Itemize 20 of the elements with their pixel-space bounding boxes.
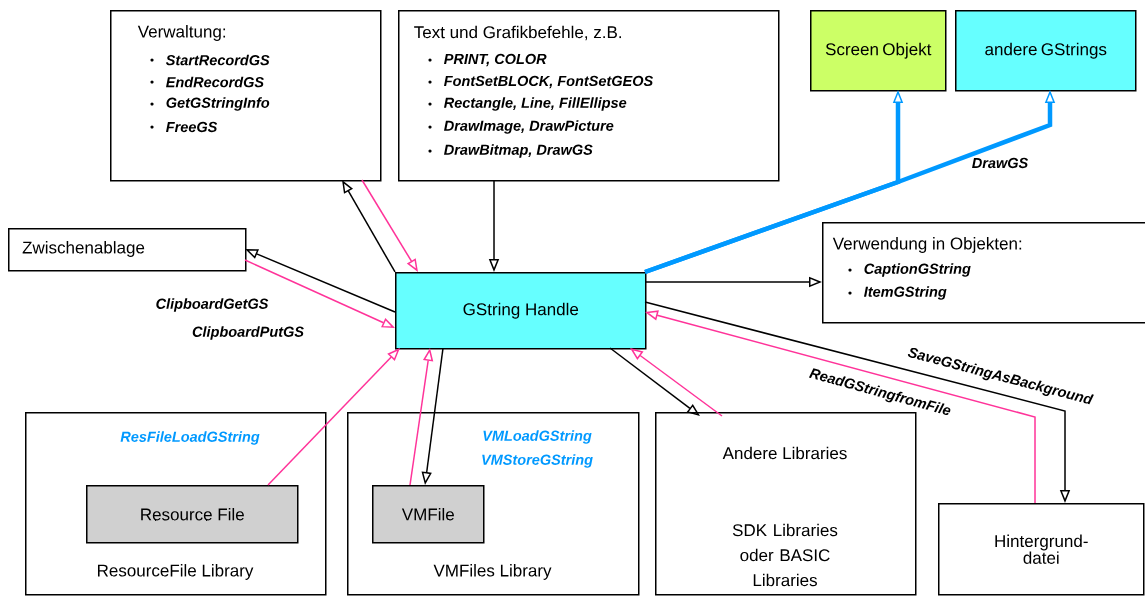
edge-label: VMLoadGString — [483, 430, 592, 444]
arrow — [630, 348, 723, 417]
text-box: Verwaltung: StartRecordGS EndRecordGS GetGStringInfo FreeGS — [110, 10, 382, 182]
arrow — [267, 348, 400, 486]
edge-label: VMStoreGString — [482, 454, 593, 468]
library-box: Andere Libraries SDK Libraries oder BASIC Libraries — [655, 412, 917, 596]
file-box: Hintergrund-datei — [938, 503, 1145, 596]
file-box: Resource File — [86, 485, 299, 544]
text-box: Verwendung in Objekten: CaptionGString ItemGString — [822, 222, 1145, 324]
edge-label: ClipboardPutGS — [192, 326, 304, 340]
text-box: Text und Grafikbefehle, z.B. PRINT, COLOR FontSetBLOCK, FontSetGEOS Rectangle, Line, FillEllipse DrawImage, DrawPicture DrawBitmap, DrawGS — [398, 10, 780, 182]
arrow — [609, 347, 700, 416]
hub-box: GString Handle — [395, 272, 647, 350]
edge-label: DrawGS — [972, 157, 1029, 169]
edge-label: ClipboardGetGS — [156, 298, 269, 312]
file-box: VMFile — [372, 485, 485, 544]
edge-label: ResFileLoadGString — [120, 431, 260, 445]
target-box: andere GStrings — [955, 10, 1137, 92]
target-box: Screen Objekt — [810, 10, 947, 92]
target-box: Zwischenablage — [8, 228, 247, 272]
